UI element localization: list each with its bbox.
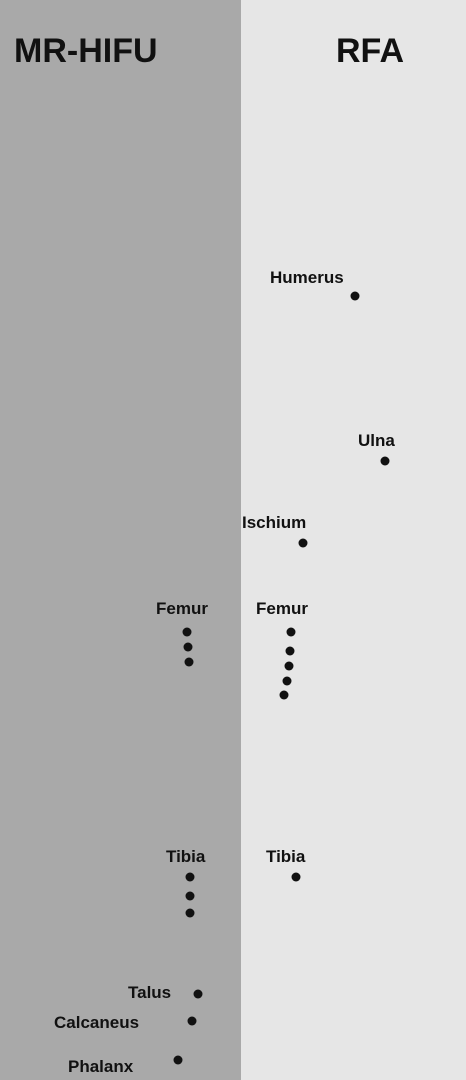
label-femur-mr-hifu: Femur — [156, 599, 208, 618]
marker-calcaneus — [188, 1017, 197, 1026]
label-calcaneus: Calcaneus — [54, 1013, 139, 1032]
marker-femur-rfa — [285, 662, 294, 671]
label-talus: Talus — [128, 983, 171, 1002]
rfa-heading: RFA — [336, 32, 404, 70]
marker-phalanx — [174, 1056, 183, 1065]
mr-hifu-heading: MR-HIFU — [14, 32, 158, 70]
marker-tibia-mr-hifu — [186, 873, 195, 882]
marker-humerus — [351, 292, 360, 301]
marker-femur-rfa — [283, 677, 292, 686]
rfa-panel — [241, 0, 466, 1080]
label-tibia-rfa: Tibia — [266, 847, 306, 866]
label-humerus: Humerus — [270, 268, 344, 287]
marker-femur-mr-hifu — [185, 658, 194, 667]
marker-talus — [194, 990, 203, 999]
marker-ulna — [381, 457, 390, 466]
marker-tibia-rfa — [292, 873, 301, 882]
marker-ischium — [299, 539, 308, 548]
label-femur-rfa: Femur — [256, 599, 308, 618]
marker-tibia-mr-hifu — [186, 892, 195, 901]
label-phalanx: Phalanx — [68, 1057, 134, 1076]
marker-femur-mr-hifu — [183, 628, 192, 637]
label-ischium: Ischium — [242, 513, 306, 532]
marker-femur-rfa — [287, 628, 296, 637]
marker-femur-rfa — [280, 691, 289, 700]
marker-femur-mr-hifu — [184, 643, 193, 652]
mr-hifu-panel — [0, 0, 241, 1080]
marker-femur-rfa — [286, 647, 295, 656]
marker-tibia-mr-hifu — [186, 909, 195, 918]
label-tibia-mr-hifu: Tibia — [166, 847, 206, 866]
label-ulna: Ulna — [358, 431, 395, 450]
